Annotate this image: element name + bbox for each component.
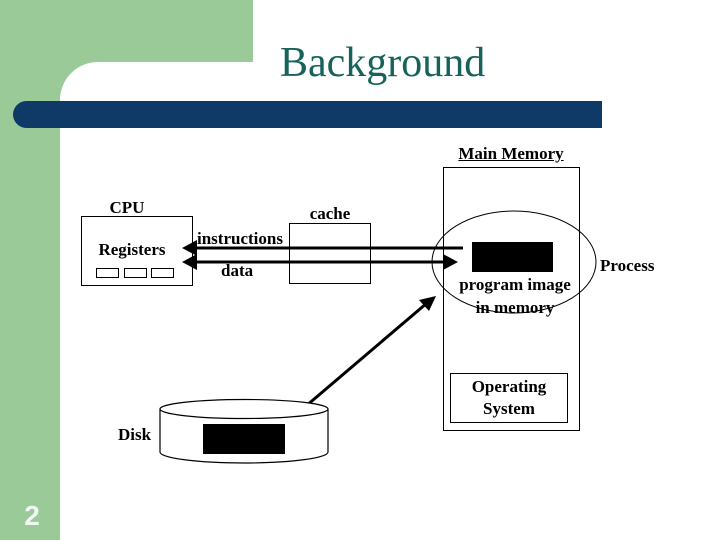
program-image-caption-line1: program image bbox=[459, 275, 571, 294]
title-accent-bar bbox=[13, 101, 602, 128]
operating-system-label: Operating System bbox=[471, 376, 547, 418]
disk-label: Disk bbox=[118, 425, 152, 444]
green-top-block bbox=[0, 0, 253, 62]
register-cell bbox=[151, 268, 174, 278]
cpu-label: CPU bbox=[109, 198, 145, 217]
cache-label: cache bbox=[309, 204, 351, 223]
data-label: data bbox=[221, 261, 254, 280]
registers-label: Registers bbox=[98, 240, 166, 259]
instructions-label: instructions bbox=[197, 229, 283, 248]
operating-system-box: Operating System bbox=[450, 373, 568, 423]
register-cell bbox=[124, 268, 147, 278]
page-number: 2 bbox=[24, 500, 40, 531]
slide-title: Background bbox=[280, 40, 486, 86]
rounded-corner-decor bbox=[60, 62, 98, 100]
register-cell bbox=[96, 268, 119, 278]
program-image-caption-line2: in memory bbox=[475, 298, 555, 317]
green-sidebar bbox=[0, 0, 60, 540]
process-label: Process bbox=[600, 256, 655, 275]
cache-box bbox=[289, 223, 371, 284]
rounded-corner-white bbox=[60, 62, 98, 100]
disk-to-memory-arrow bbox=[305, 296, 436, 408]
main-memory-label: Main Memory bbox=[458, 144, 564, 163]
disk-cylinder bbox=[159, 398, 329, 464]
arrowhead-up-right-icon bbox=[419, 296, 436, 311]
disk-image-block bbox=[203, 424, 285, 454]
